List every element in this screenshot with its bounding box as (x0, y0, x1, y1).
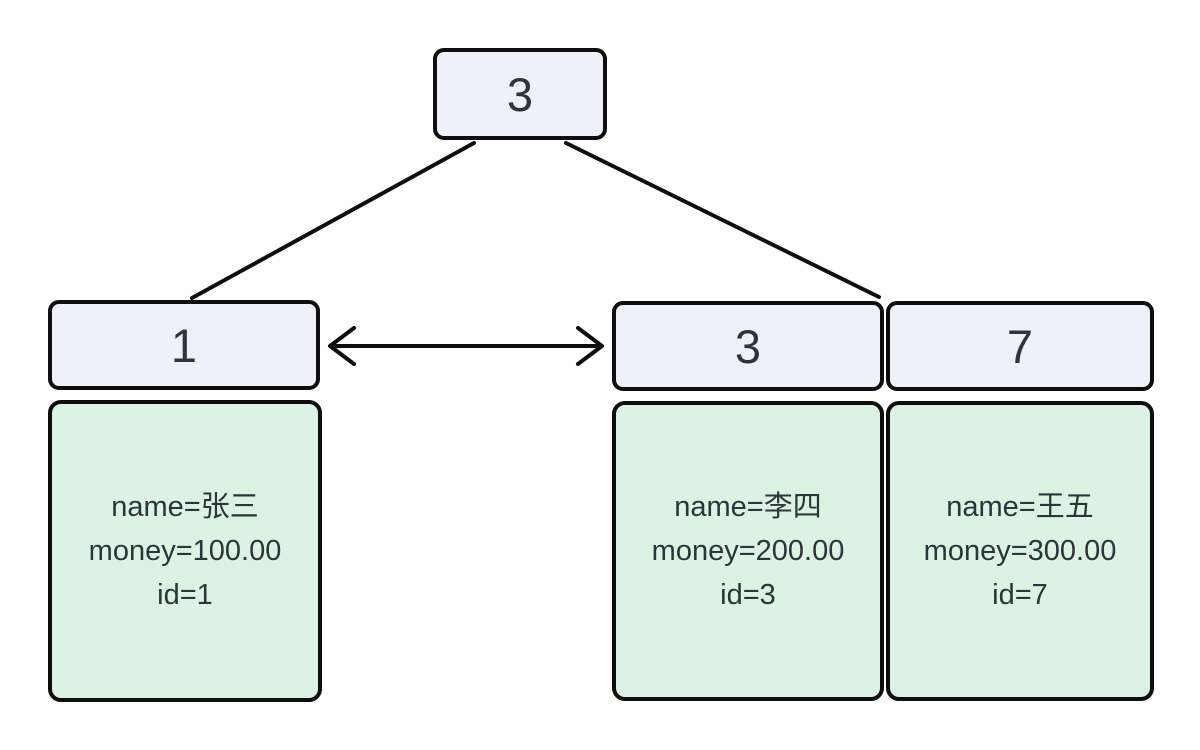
record-node-3: name=李四 money=200.00 id=3 (612, 401, 884, 701)
tree-edge-left (190, 141, 476, 300)
record-line-id: id=3 (720, 579, 776, 611)
record-node-1: name=张三 money=100.00 id=1 (48, 400, 322, 702)
record-line-money: money=200.00 (651, 535, 845, 567)
leaf-key-node-7: 7 (886, 301, 1154, 391)
leaf-key-label: 1 (170, 318, 198, 372)
record-line-id: id=7 (992, 579, 1048, 611)
root-key-label: 3 (506, 67, 534, 121)
root-key-node: 3 (433, 48, 607, 140)
tree-edge-right (564, 141, 881, 299)
record-line-money: money=100.00 (88, 535, 282, 567)
record-line-id: id=1 (157, 579, 213, 611)
sibling-link-arrow (328, 326, 604, 366)
record-node-7: name=王五 money=300.00 id=7 (886, 401, 1154, 701)
arrowhead-left-icon (328, 326, 356, 366)
record-line-name: name=张三 (111, 491, 259, 523)
arrowhead-right-icon (576, 326, 604, 366)
leaf-key-node-1: 1 (48, 300, 320, 390)
record-line-money: money=300.00 (923, 535, 1117, 567)
record-line-name: name=李四 (674, 491, 822, 523)
leaf-key-label: 3 (734, 319, 762, 373)
leaf-key-node-3: 3 (612, 301, 884, 391)
leaf-key-label: 7 (1006, 319, 1034, 373)
record-line-name: name=王五 (946, 491, 1094, 523)
